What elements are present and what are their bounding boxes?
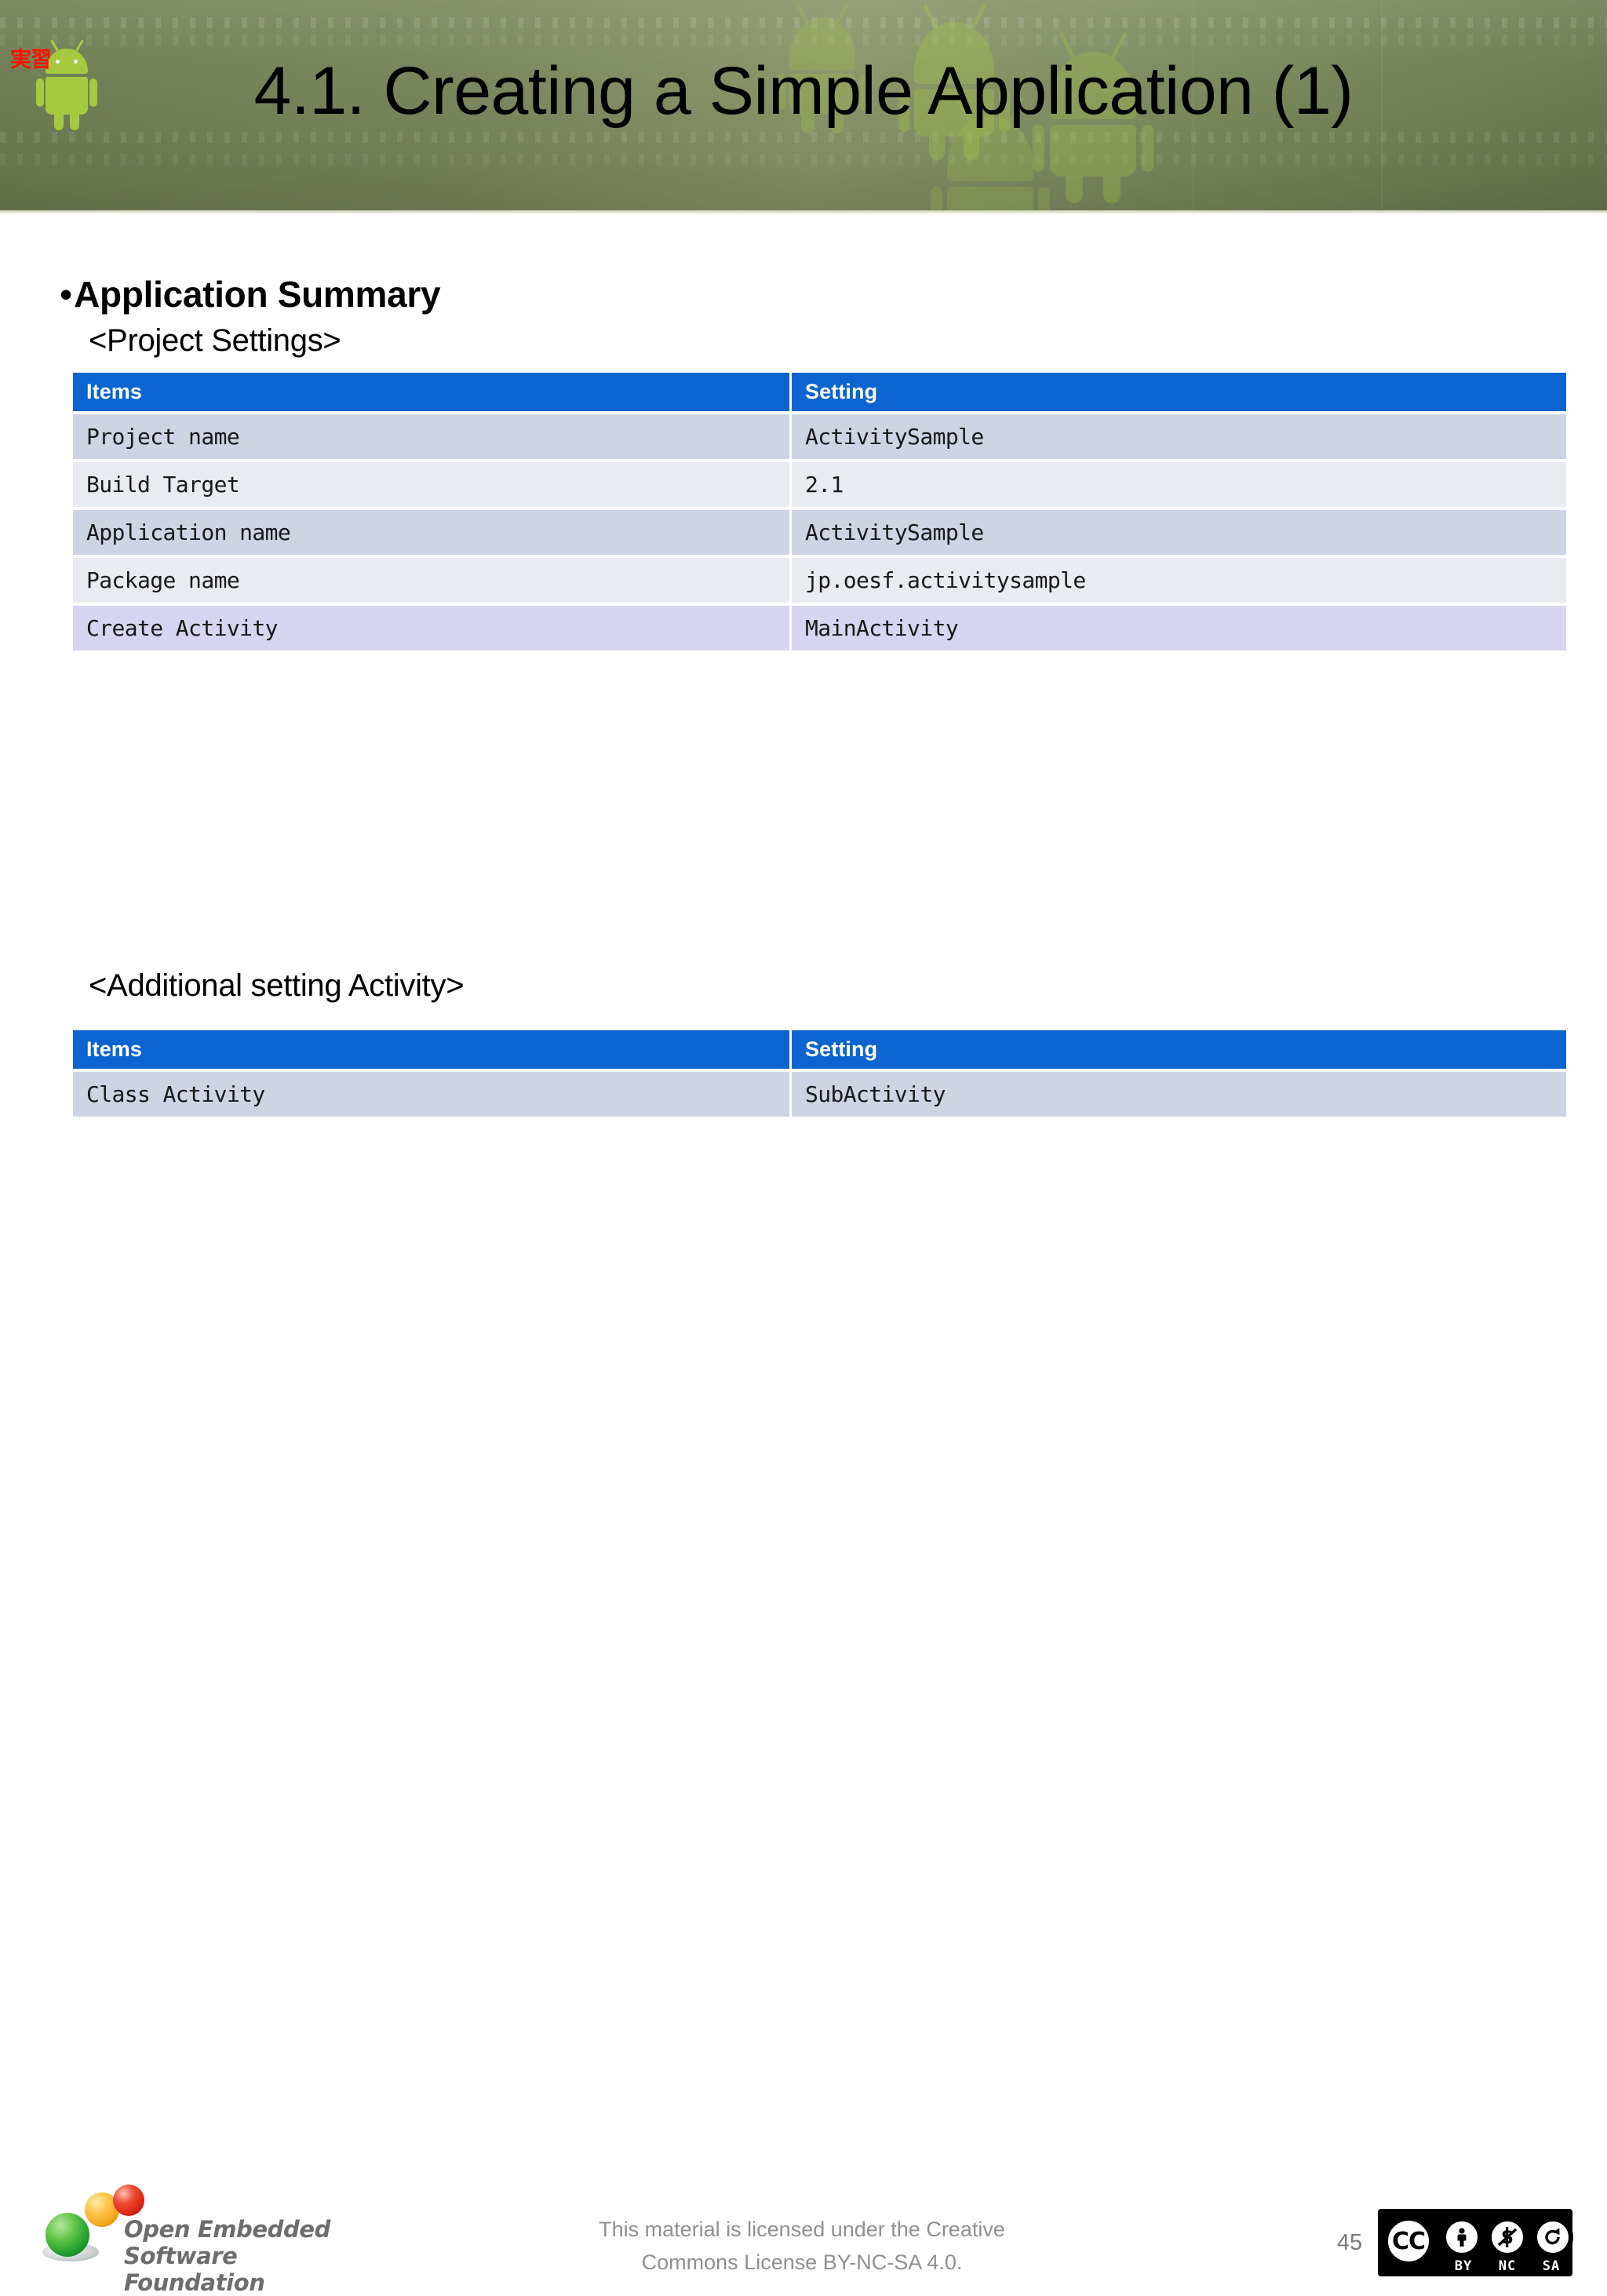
android-robot-watermark-icon	[931, 97, 1050, 213]
creative-commons-badge: CC S BY	[1378, 2209, 1573, 2276]
page-number: 45	[1336, 2230, 1363, 2255]
cell-item: Build Target	[73, 459, 792, 507]
cell-item: Project name	[73, 411, 792, 459]
table-row: Class Activity SubActivity	[73, 1069, 1566, 1117]
cell-setting: jp.oesf.activitysample	[792, 555, 1566, 603]
cell-setting: ActivitySample	[792, 507, 1566, 555]
cc-by-person-icon	[1441, 2217, 1482, 2258]
oesf-logo: Open Embedded Software Foundation	[41, 2185, 355, 2296]
table-row: Application name ActivitySample	[73, 507, 1566, 555]
table-row: Create Activity MainActivity	[73, 603, 1566, 651]
practice-badge-label: 実習	[10, 48, 52, 72]
circuit-texture-strip	[1193, 0, 1194, 213]
cc-license-labels: BY NC SA	[1441, 2258, 1573, 2274]
license-notice: This material is licensed under the Crea…	[599, 2218, 1005, 2274]
column-header-setting: Setting	[792, 373, 1566, 411]
banner-divider	[0, 210, 1607, 213]
additional-setting-table: Items Setting Class Activity SubActivity	[73, 1030, 1566, 1117]
cell-setting: MainActivity	[792, 603, 1566, 651]
slide-header-banner: 実習 4.1. Creating a Simple Application (1…	[0, 0, 1607, 213]
circuit-texture-strip	[0, 17, 1607, 28]
circuit-texture-strip	[0, 154, 1607, 165]
bullet-title-label: Application Summary	[74, 274, 441, 315]
table-row: Build Target 2.1	[73, 459, 1566, 507]
table-header-row: Items Setting	[73, 1030, 1566, 1069]
column-header-items: Items	[73, 373, 792, 411]
table-row: Package name jp.oesf.activitysample	[73, 555, 1566, 603]
application-summary-bullet: • Application Summary	[60, 273, 441, 315]
logo-red-sphere-icon	[113, 2185, 144, 2216]
column-header-items: Items	[73, 1030, 792, 1069]
table-header-row: Items Setting	[73, 373, 1566, 411]
circuit-texture-strip	[0, 35, 1607, 46]
circuit-texture-strip	[0, 132, 1607, 143]
project-settings-heading: <Project Settings>	[89, 323, 341, 358]
table-row: Project name ActivitySample	[73, 411, 1566, 459]
cell-item: Package name	[73, 555, 792, 603]
cell-item: Create Activity	[73, 603, 792, 651]
cc-label-by: BY	[1454, 2258, 1473, 2274]
cc-label-sa: SA	[1542, 2258, 1561, 2274]
column-header-setting: Setting	[792, 1030, 1566, 1069]
bullet-marker-icon: •	[60, 274, 73, 315]
circuit-texture-strip	[1381, 0, 1383, 213]
cell-setting: 2.1	[792, 459, 1566, 507]
cc-sa-sharealike-icon	[1532, 2217, 1573, 2258]
slide-footer: Open Embedded Software Foundation This m…	[0, 1091, 1607, 2296]
cell-item: Class Activity	[73, 1069, 792, 1117]
cc-logo-icon: CC	[1382, 2214, 1435, 2268]
cell-setting: SubActivity	[792, 1069, 1566, 1117]
android-robot-watermark-icon	[898, 3, 1010, 161]
oesf-logo-text: Open Embedded Software Foundation	[124, 2216, 331, 2296]
project-settings-table: Items Setting Project name ActivitySampl…	[73, 373, 1566, 651]
android-mascot-icon	[36, 39, 97, 132]
android-robot-watermark-icon	[1033, 31, 1153, 203]
logo-green-sphere-icon	[46, 2213, 89, 2257]
slide-title: 4.1. Creating a Simple Application (1)	[253, 53, 1354, 129]
cell-setting: ActivitySample	[792, 411, 1566, 459]
android-robot-watermark-icon	[776, 2, 869, 134]
additional-setting-heading: <Additional setting Activity>	[89, 968, 465, 1003]
cc-nc-nocommercial-icon: S	[1487, 2217, 1528, 2258]
cell-item: Application name	[73, 507, 792, 555]
cc-label-nc: NC	[1498, 2258, 1517, 2274]
